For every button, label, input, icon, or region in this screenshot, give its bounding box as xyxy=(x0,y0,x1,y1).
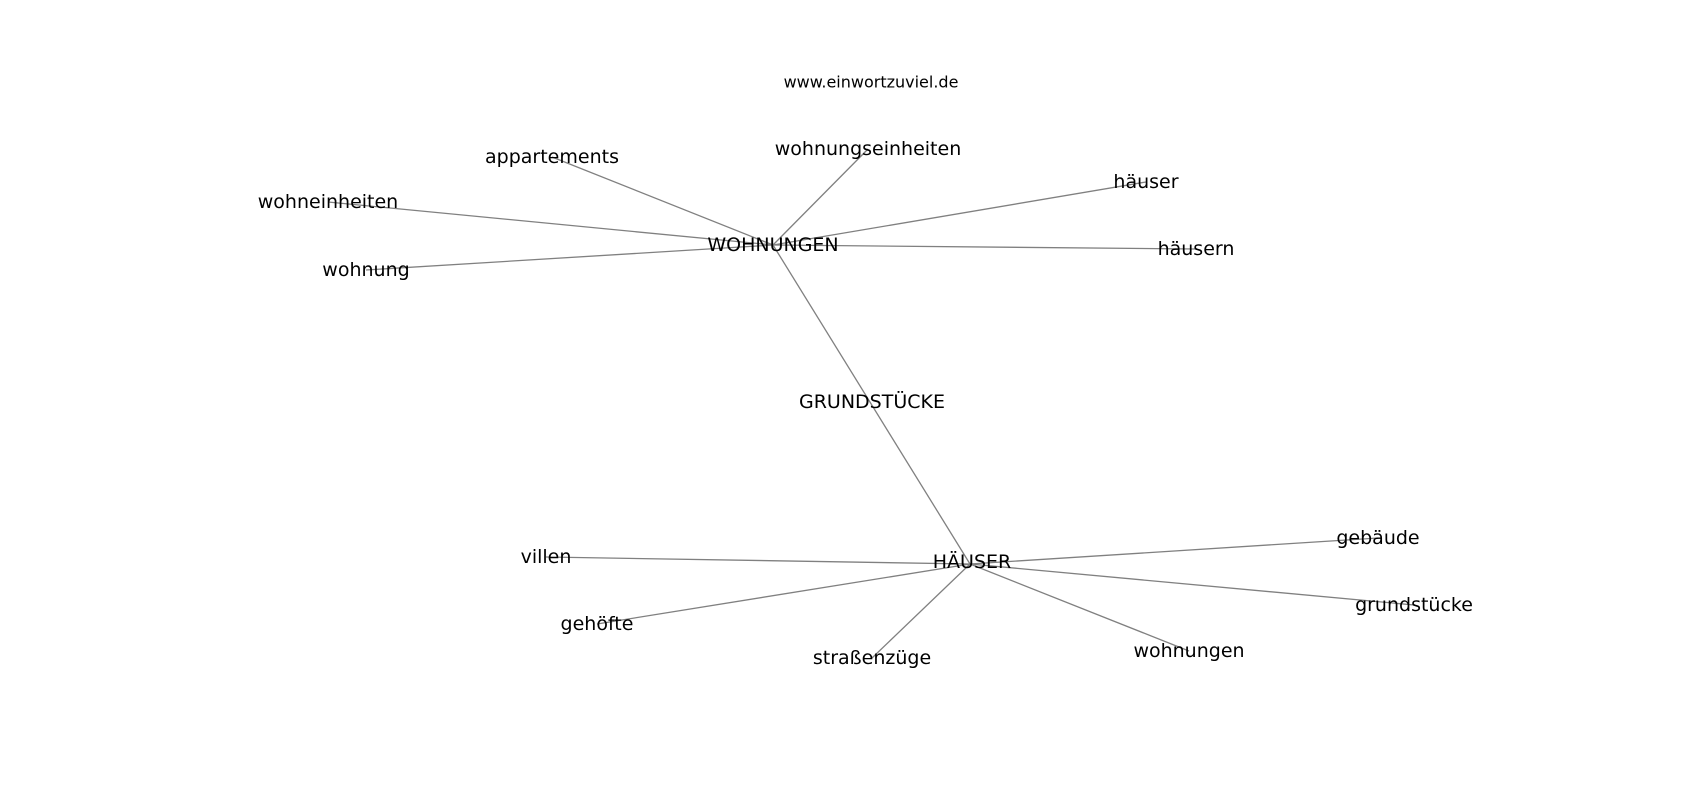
node-gebaeude: gebäude xyxy=(1336,527,1419,549)
node-haeuser_hub: HÄUSER xyxy=(933,550,1011,573)
edges-layer xyxy=(327,148,1415,659)
edge-haeuser_hub-gehoefte xyxy=(596,563,971,625)
edge-wohnungen_hub-wohneinheiten xyxy=(327,201,774,246)
node-grundstuecke_small: grundstücke xyxy=(1355,594,1473,616)
node-haeuser_small: häuser xyxy=(1113,171,1178,193)
node-strassenzuege: straßenzüge xyxy=(813,647,931,669)
watermark-text: www.einwortzuviel.de xyxy=(784,73,959,92)
edge-wohnungen_hub-wohnungseinheiten xyxy=(772,148,869,246)
edge-haeuser_hub-wohnungen_small xyxy=(969,563,1190,652)
node-wohnungseinheiten: wohnungseinheiten xyxy=(775,138,962,160)
node-grundstuecke_hub: GRUNDSTÜCKE xyxy=(799,390,945,413)
node-haeusern: häusern xyxy=(1158,238,1235,260)
node-wohnung: wohnung xyxy=(322,259,409,281)
edge-wohnungen_hub-haeuser_small xyxy=(772,181,1147,246)
edge-haeuser_hub-villen xyxy=(545,556,971,565)
node-wohneinheiten: wohneinheiten xyxy=(258,191,398,213)
edge-wohnungen_hub-haeusern xyxy=(772,244,1197,250)
edge-haeuser_hub-grundstuecke_small xyxy=(969,563,1415,606)
edge-haeuser_hub-gebaeude xyxy=(969,537,1379,565)
node-gehoefte: gehöfte xyxy=(561,613,634,635)
edge-wohnungen_hub-haeuser_hub xyxy=(772,244,971,565)
node-appartements: appartements xyxy=(485,146,619,168)
nodes-layer: WOHNUNGEN HÄUSER GRUNDSTÜCKE appartements wo… xyxy=(258,138,1473,669)
node-wohnungen_hub: WOHNUNGEN xyxy=(707,234,838,256)
edge-wohnungen_hub-wohnung xyxy=(365,244,774,271)
edge-wohnungen_hub-appartements xyxy=(551,156,774,246)
node-villen: villen xyxy=(521,546,572,568)
node-wohnungen_small: wohnungen xyxy=(1133,640,1244,662)
edge-haeuser_hub-strassenzuege xyxy=(871,563,971,659)
